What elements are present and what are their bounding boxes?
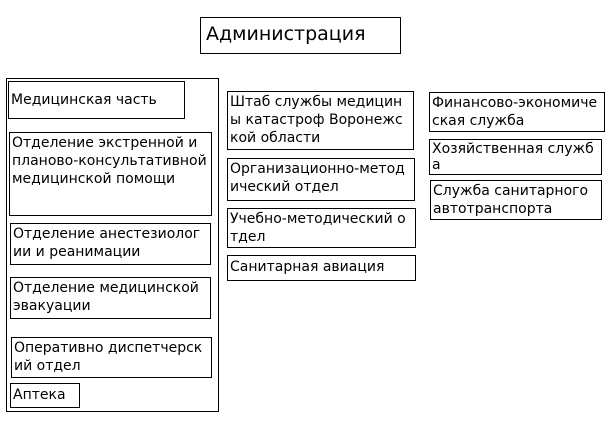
unit-educational-methodical: Учебно-методический отдел bbox=[227, 208, 416, 248]
unit-medical-evacuation: Отделение медицинской эвакуации bbox=[10, 277, 211, 319]
unit-pharmacy: Аптека bbox=[10, 383, 80, 408]
medical-part-frame bbox=[6, 78, 219, 412]
unit-household: Хозяйственная служба bbox=[429, 139, 602, 175]
unit-air-ambulance: Санитарная авиация bbox=[227, 255, 416, 281]
unit-emergency-consulting: Отделение экстренной и планово-консульта… bbox=[9, 132, 212, 216]
unit-disaster-medicine-hq: Штаб службы медицины катастроф Воронежск… bbox=[227, 91, 414, 150]
unit-financial-economic: Финансово-экономическая служба bbox=[429, 92, 605, 132]
unit-sanitary-transport: Служба санитарного автотранспорта bbox=[430, 180, 602, 220]
medical-part-header: Медицинская часть bbox=[8, 81, 185, 119]
unit-organizational-methodical: Организационно-методический отдел bbox=[227, 158, 415, 201]
unit-anesthesiology: Отделение анестезиологии и реанимации bbox=[10, 223, 211, 265]
unit-dispatch: Оперативно диспетчерский отдел bbox=[11, 337, 212, 378]
administration-box: Администрация bbox=[200, 17, 401, 54]
